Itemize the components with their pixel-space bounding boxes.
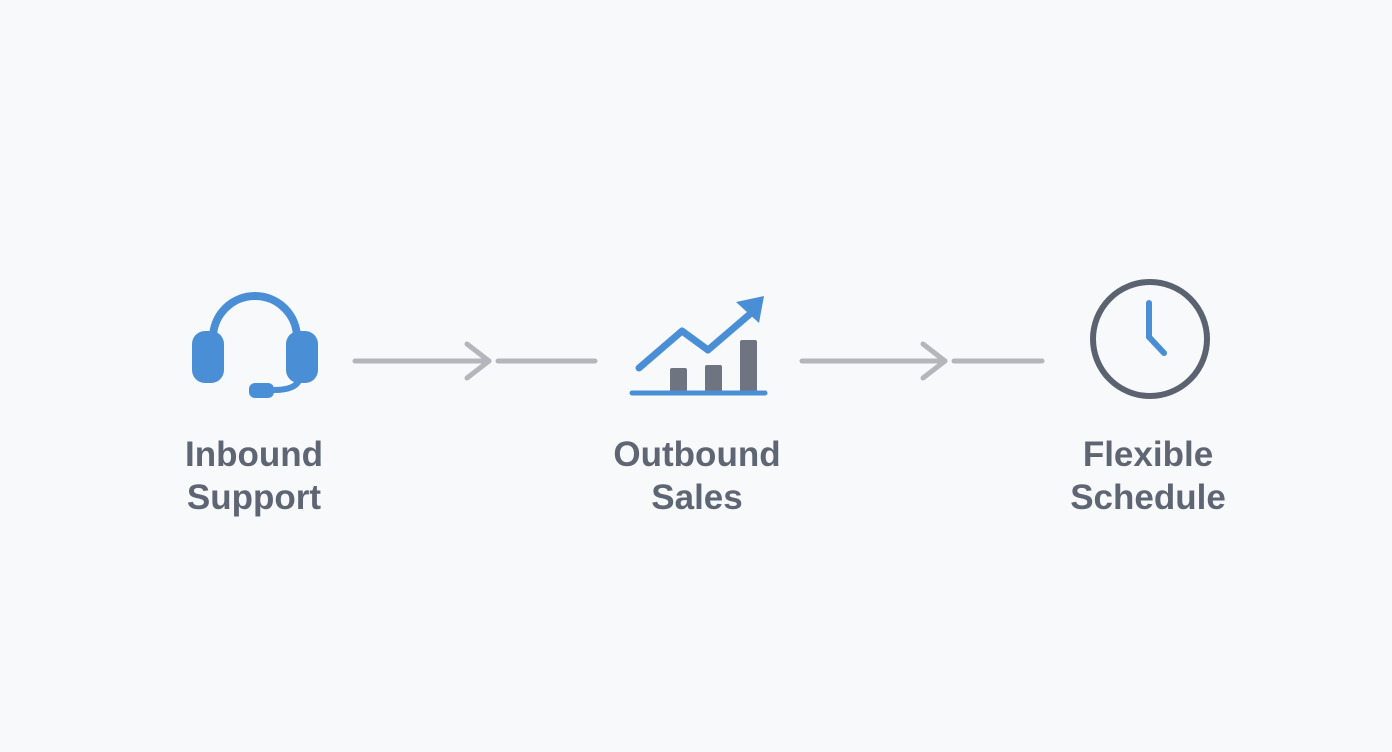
arrow-right-icon <box>799 341 1045 381</box>
step-label-line2: Sales <box>651 478 743 517</box>
step-label-line2: Support <box>186 478 322 517</box>
step-label: Outbound Sales <box>547 433 847 519</box>
step-label-line1: Outbound <box>613 435 781 474</box>
step-label-line2: Schedule <box>1070 478 1226 517</box>
step-label: Inbound Support <box>104 433 404 519</box>
growth-chart-icon <box>629 296 768 396</box>
step-label-line1: Flexible <box>1082 435 1214 474</box>
arrow-right-icon <box>352 341 598 381</box>
step-label-line1: Inbound <box>184 435 323 474</box>
step-label: Flexible Schedule <box>998 433 1298 519</box>
clock-icon <box>1090 279 1210 399</box>
headset-icon <box>192 292 318 398</box>
